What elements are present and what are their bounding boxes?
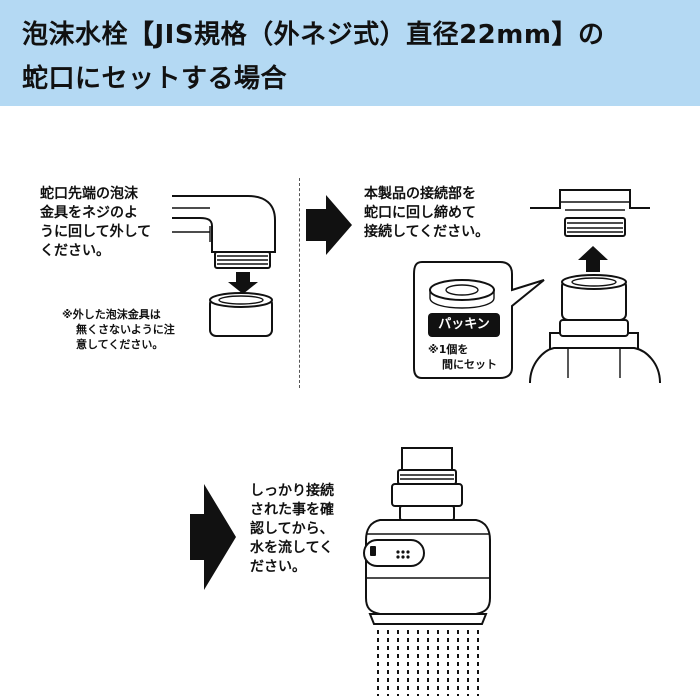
mode-switch-icon [363,539,425,567]
faucet-removal-illustration [172,195,276,337]
step3-line: された事を確 [250,502,334,518]
faucet-thread [564,217,626,237]
step2-line: 本製品の接続部を [364,186,476,202]
water-spray-icon [377,630,479,696]
faucet-end [530,189,650,209]
step3-line: 水を流してく [250,540,334,556]
faucet-thread [397,469,457,485]
step3-line: しっかり接続 [250,483,334,499]
arrow-right-icon [190,484,236,590]
attach-adapter-illustration [529,189,661,384]
gasket-note-line: 間にセット [442,358,497,371]
arrow-down-icon [228,272,258,294]
page-title-line-2: 蛇口にセットする場合 [22,64,288,94]
step2-instructions: 本製品の接続部を 蛇口に回し締めて 接続してください。 [364,185,489,242]
step1-line: ください。 [40,243,110,259]
step3-line: ださい。 [250,559,306,575]
step-divider [299,178,300,388]
step2-line: 接続してください。 [364,224,490,240]
step1-note-line: 意してください。 [76,338,164,351]
gasket-note: ※1個を 間にセット [428,342,497,372]
step1-line: 金具をネジのよ [40,205,138,221]
step1-line: 蛇口先端の泡沫 [40,186,138,202]
faucet-spout [172,195,276,253]
step1-line: うに回して外して [40,224,152,240]
arrow-up-icon [578,246,608,272]
step3-instructions: しっかり接続 された事を確 認してから、 水を流してく ださい。 [250,482,334,577]
header-banner: 泡沫水栓【JIS規格（外ネジ式）直径22mm】の 蛇口にセットする場合 [0,0,700,106]
step1-instructions: 蛇口先端の泡沫 金具をネジのよ うに回して外して ください。 [40,185,151,261]
step1-note: ※外した泡沫金具は 無くさないように注 意してください。 [62,307,175,352]
step1-note-line: 無くさないように注 [76,323,175,336]
step2-line: 蛇口に回し締めて [364,205,476,221]
gasket-note-line: ※1個を [428,343,469,356]
gasket-ring [429,279,495,301]
gasket-label: パッキン [428,313,500,337]
step3-line: 認してから、 [250,521,334,537]
page-title-line-1: 泡沫水栓【JIS規格（外ネジ式）直径22mm】の [22,20,605,50]
assembled-faucet-illustration [363,447,491,696]
arrow-right-icon [306,195,352,255]
step1-note-line: ※外した泡沫金具は [62,308,161,321]
